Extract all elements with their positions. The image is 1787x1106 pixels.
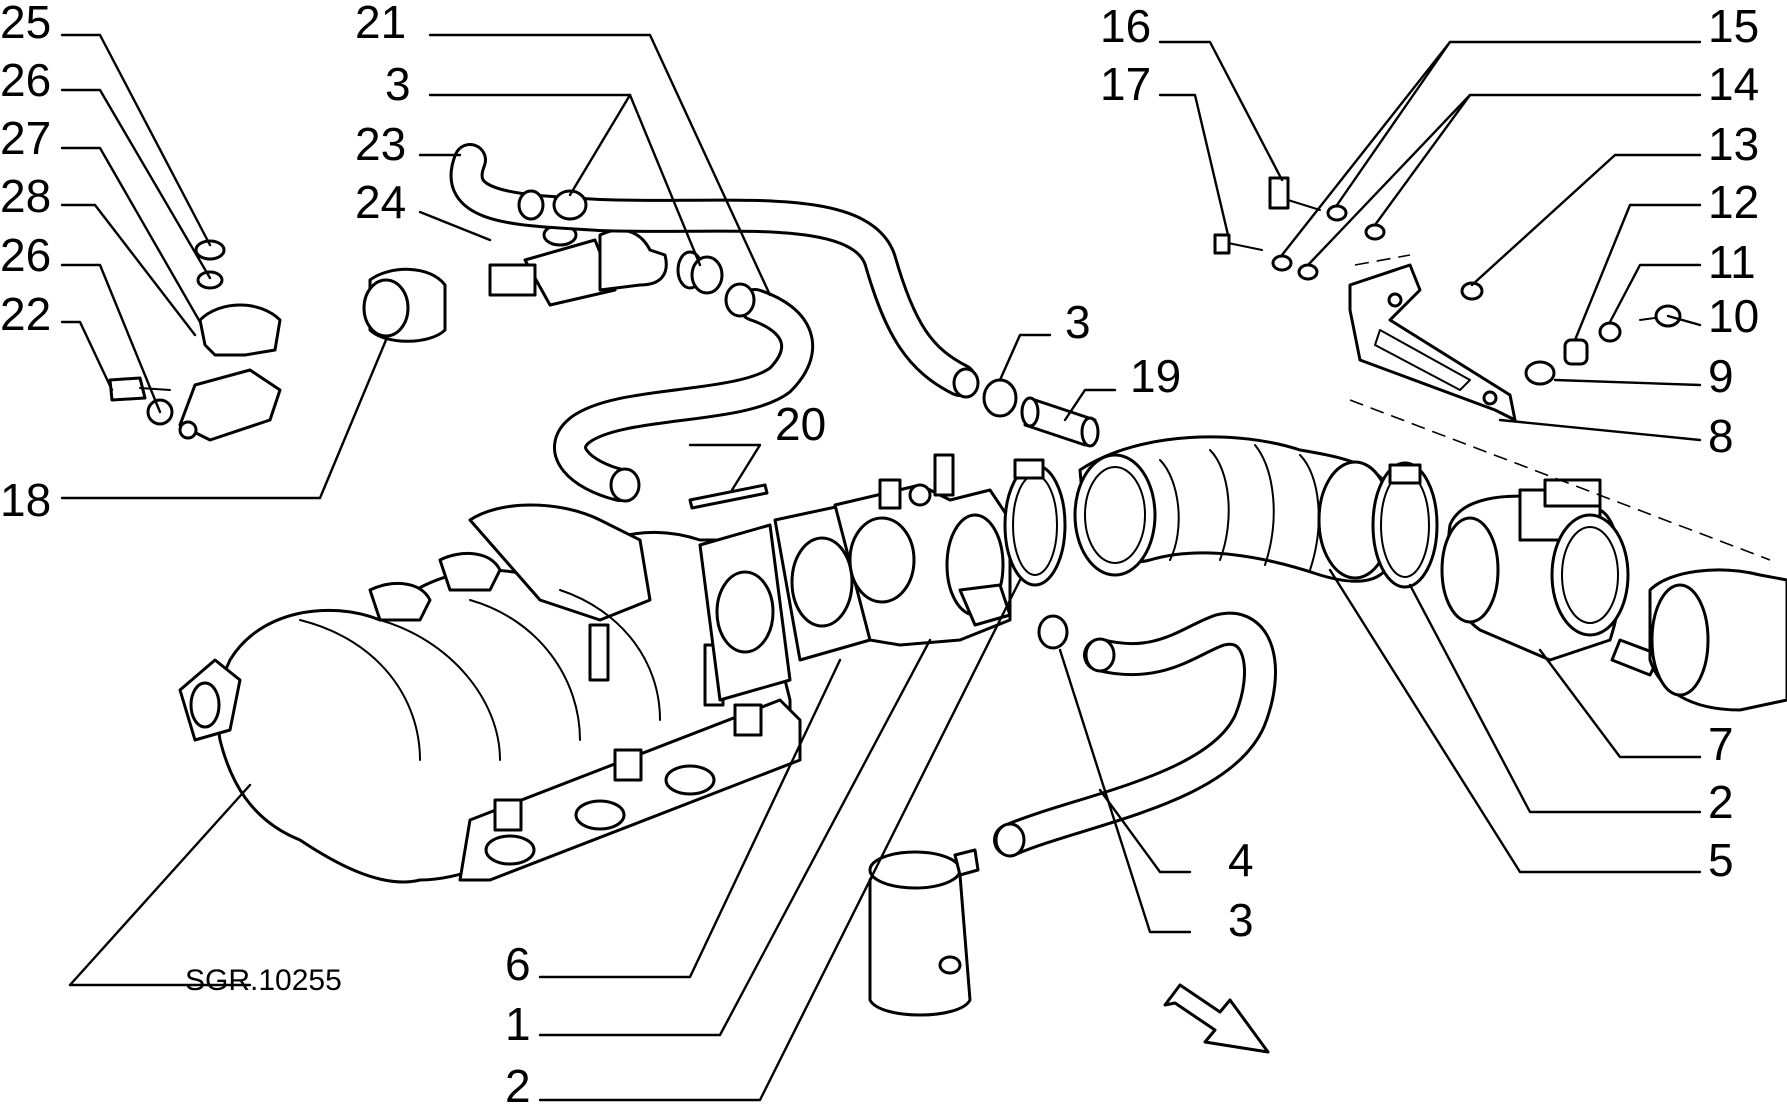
cap-18 [362, 267, 447, 343]
leader-lines [60, 33, 1702, 1102]
callout-12: 12 [1708, 176, 1759, 228]
callout-17: 17 [1100, 58, 1151, 110]
small-clamps [552, 189, 1069, 650]
stud-20 [688, 483, 769, 510]
tube-19 [1020, 396, 1100, 448]
hose-clamp-right [1371, 461, 1439, 589]
callout-28: 28 [0, 170, 51, 222]
direction-arrow [1163, 983, 1270, 1054]
intake-air-duct [1073, 435, 1402, 583]
callout-10: 10 [1708, 290, 1759, 342]
callout-19: 19 [1130, 350, 1181, 402]
callout-5: 5 [1708, 834, 1734, 886]
callout-7: 7 [1708, 718, 1734, 770]
hose-4 [993, 611, 1277, 858]
filter-canister [868, 848, 980, 1017]
hose-21 [553, 282, 815, 503]
callout-8: 8 [1708, 410, 1734, 462]
callout-26-bottom: 26 [0, 229, 51, 281]
callout-20: 20 [775, 398, 826, 450]
idle-air-valve [488, 223, 704, 307]
air-filter-connector [1349, 399, 1787, 712]
callout-11: 11 [1708, 236, 1756, 288]
callout-15: 15 [1708, 0, 1759, 52]
callout-2-right: 2 [1708, 776, 1734, 828]
callout-23: 23 [355, 118, 406, 170]
hose-clamp-throttle [1003, 458, 1067, 587]
reference-code: SGR.10255 [185, 964, 342, 997]
intake-manifold [178, 503, 802, 884]
callout-3-top: 3 [385, 58, 411, 110]
manifold-flange [698, 523, 792, 702]
callout-4: 4 [1228, 834, 1254, 886]
callout-21: 21 [355, 0, 406, 48]
callout-16: 16 [1100, 0, 1151, 52]
callout-3-bottom: 3 [1228, 894, 1254, 946]
mounting-bracket [1348, 254, 1517, 422]
callout-3-middle: 3 [1065, 296, 1091, 348]
callout-22: 22 [0, 288, 51, 340]
bracket-top-left [108, 239, 282, 442]
hose-23 [449, 143, 980, 399]
callout-26-top: 26 [0, 54, 51, 106]
callout-6: 6 [505, 938, 531, 990]
callout-13: 13 [1708, 118, 1759, 170]
throttle-body [833, 453, 1012, 647]
fasteners-bracket [1213, 176, 1682, 386]
callout-27: 27 [0, 112, 51, 164]
air-flow-meter [1440, 478, 1662, 677]
callout-18: 18 [0, 474, 51, 526]
callout-9: 9 [1708, 350, 1734, 402]
callout-14: 14 [1708, 58, 1759, 110]
callout-1: 1 [505, 998, 531, 1050]
callout-24: 24 [355, 176, 406, 228]
callout-2-bottom: 2 [505, 1060, 531, 1106]
callout-25: 25 [0, 0, 51, 48]
